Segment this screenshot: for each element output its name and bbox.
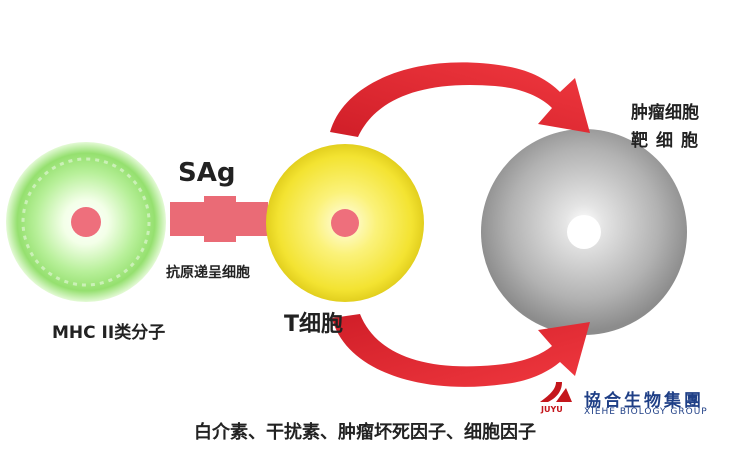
bottom-arrow (332, 314, 590, 387)
t-cell-label: T细胞 (284, 312, 344, 337)
logo-name: 協合生物集團 (584, 391, 704, 411)
t-cell-nucleus (331, 209, 359, 237)
target-cell-label: 靶细胞 (631, 131, 706, 151)
apc-nucleus (71, 207, 101, 237)
cytokines-label: 白介素、干扰素、肿瘤坏死因子、细胞因子 (194, 422, 536, 443)
top-arrow (330, 62, 590, 137)
apc-label: 抗原递呈细胞 (166, 265, 250, 281)
sag-connector (170, 196, 268, 242)
mhc-label: MHC II类分子 (52, 323, 166, 343)
logo-subtitle: XIEHE BIOLOGY GROUP (584, 407, 708, 417)
logo-mark (540, 382, 572, 402)
tumor-cell-label: 肿瘤细胞 (631, 103, 699, 123)
tumor-cell-nucleus (567, 215, 601, 249)
sag-label: SAg (178, 158, 236, 188)
logo-mark-text: JUYU (541, 405, 563, 414)
